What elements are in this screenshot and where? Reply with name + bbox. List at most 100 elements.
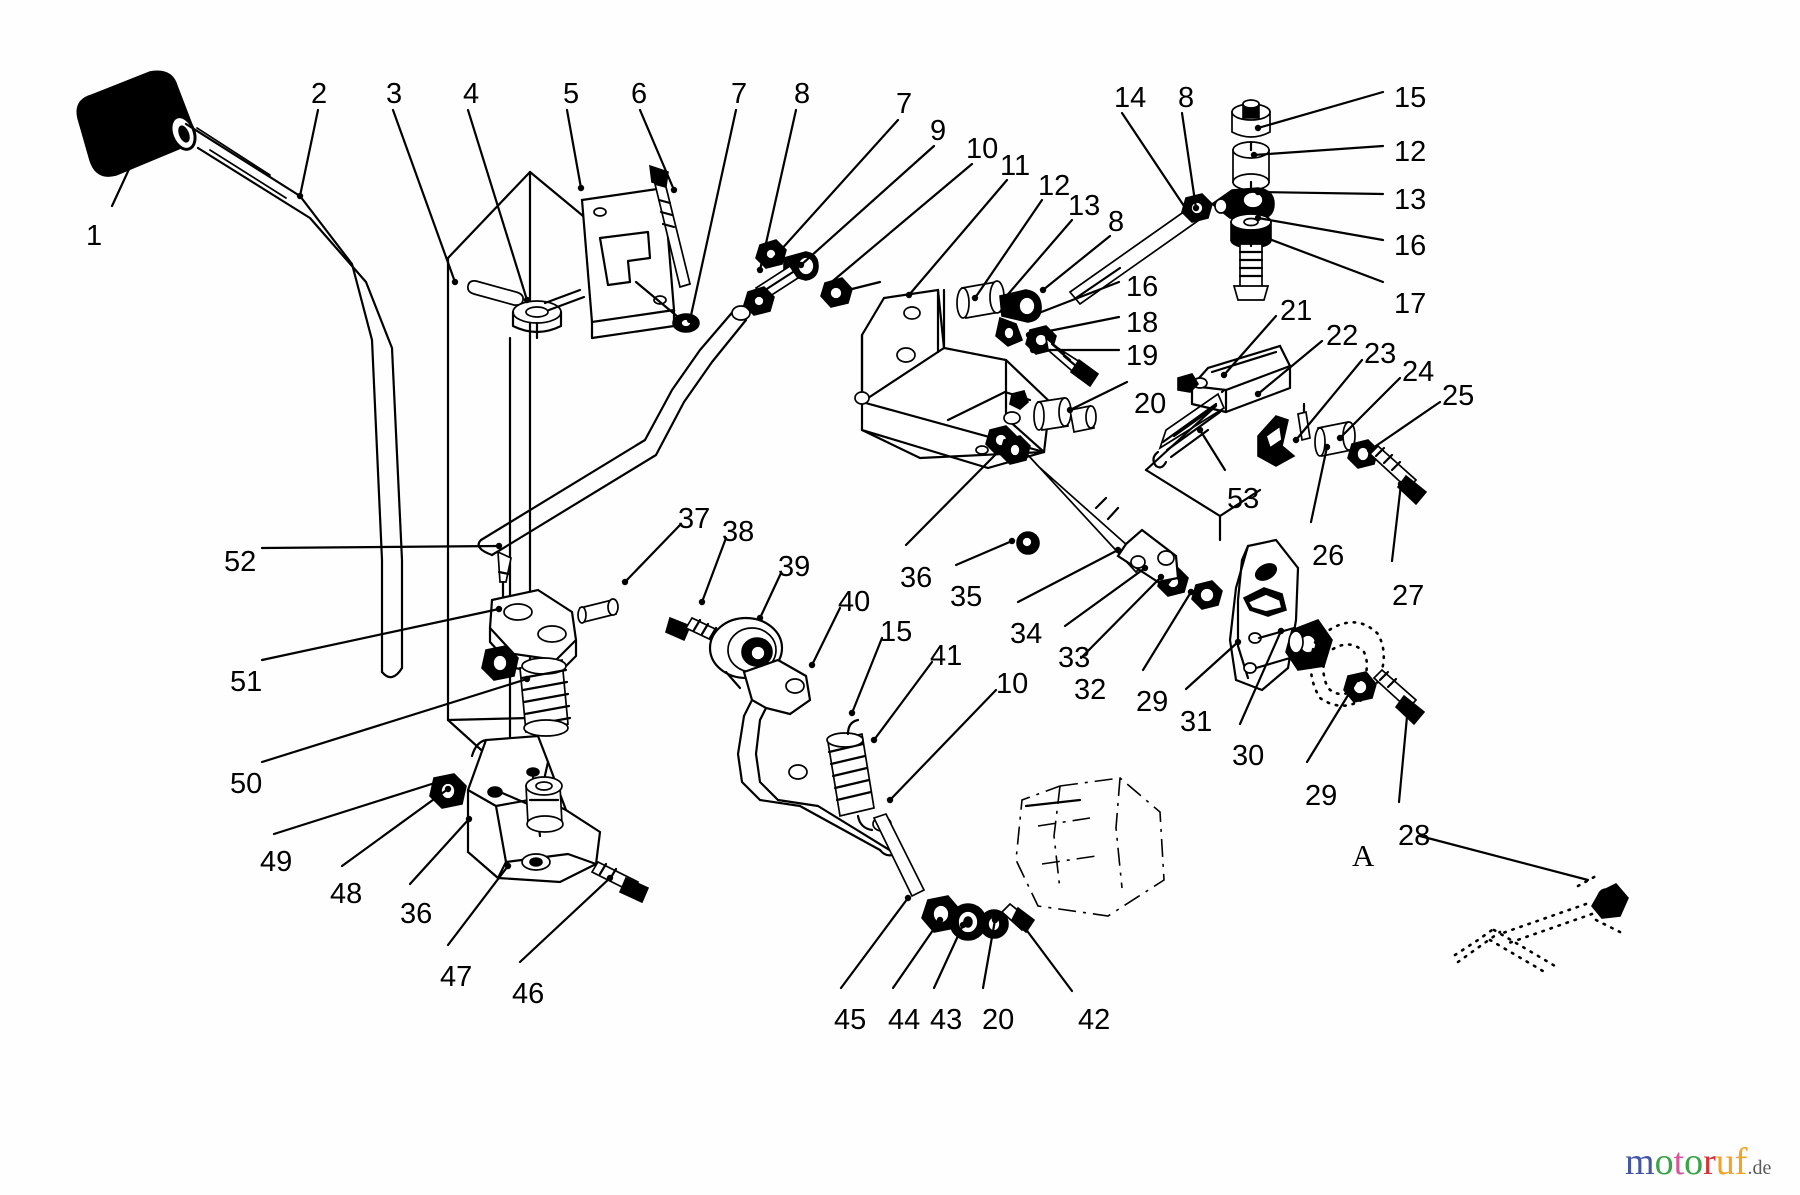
callout-21-26: 21 xyxy=(1280,295,1313,327)
leader-line-5-4 xyxy=(565,108,583,190)
leader-endpoint-54 xyxy=(936,916,944,924)
part-8-lock-nut-a xyxy=(755,239,787,269)
callout-1-0: 1 xyxy=(86,220,103,252)
callout-41-49: 41 xyxy=(930,640,963,672)
callout-35-41: 35 xyxy=(950,581,983,613)
leader-endpoint-60 xyxy=(434,778,442,786)
callout-10-10: 10 xyxy=(966,133,999,165)
leader-line-35-41 xyxy=(954,539,1014,567)
callout-42-51: 42 xyxy=(1078,1004,1111,1036)
leader-endpoint-46 xyxy=(756,614,764,622)
callout-51-62: 51 xyxy=(230,666,263,698)
leader-line-7-8 xyxy=(768,118,900,264)
callout-37-44: 37 xyxy=(678,503,711,535)
leader-line-21-26 xyxy=(1222,314,1278,377)
part-35-bearing-ball xyxy=(1016,531,1040,555)
watermark-char-0: m xyxy=(1625,1141,1655,1183)
leader-line-7-6 xyxy=(688,108,738,322)
leader-endpoint-24 xyxy=(1029,346,1037,354)
leader-line-33-39 xyxy=(1063,566,1147,628)
part-6-hex-bolt xyxy=(649,164,692,289)
watermark-suffix: .de xyxy=(1747,1157,1772,1179)
leader-line-13-13 xyxy=(1001,218,1074,302)
leader-line-10-50 xyxy=(888,688,998,802)
part-37-pin xyxy=(577,598,619,624)
leader-endpoint-15 xyxy=(1184,208,1192,216)
leader-line-10-10 xyxy=(826,162,974,287)
leader-endpoint-52 xyxy=(991,916,999,924)
callout-18-23: 18 xyxy=(1126,307,1159,339)
callout-34-40: 34 xyxy=(1010,618,1043,650)
leader-endpoint-43 xyxy=(1196,426,1204,434)
leader-line-15-17 xyxy=(1256,90,1385,130)
leader-endpoint-10 xyxy=(824,281,832,289)
leader-endpoint-4 xyxy=(577,184,585,192)
part-42-chassis-phantom xyxy=(1015,777,1165,917)
leader-line-24-29 xyxy=(1338,376,1402,440)
leader-line-29-34 xyxy=(1305,677,1360,764)
watermark-char-6: f xyxy=(1734,1141,1748,1183)
leader-endpoint-45 xyxy=(698,598,706,606)
leader-endpoint-50 xyxy=(886,796,894,804)
leader-endpoint-44 xyxy=(621,578,629,586)
callout-53-43: 53 xyxy=(1227,483,1260,515)
part-51-swivel-link xyxy=(488,588,578,676)
leader-line-16-20 xyxy=(1256,216,1385,242)
leader-endpoint-33 xyxy=(1404,702,1412,710)
callout-22-27: 22 xyxy=(1326,320,1359,352)
watermark-char-1: o xyxy=(1654,1141,1674,1183)
leader-endpoint-61 xyxy=(523,675,531,683)
part-46-hex-bolt xyxy=(590,860,650,904)
leader-endpoint-47 xyxy=(808,661,816,669)
leader-line-49-60 xyxy=(272,780,440,836)
part-29-washer-b xyxy=(1343,671,1377,703)
callout-10-50: 10 xyxy=(996,668,1029,700)
detail-a-phantom-assembly xyxy=(1418,834,1629,976)
callout-14-15: 14 xyxy=(1114,82,1147,114)
leader-line-6-5 xyxy=(638,108,676,192)
leader-endpoint-11 xyxy=(905,291,913,299)
leader-endpoint-51 xyxy=(1018,920,1026,928)
leader-endpoint-7 xyxy=(756,266,764,274)
leader-endpoint-25 xyxy=(1066,406,1074,414)
leader-endpoint-59 xyxy=(444,785,452,793)
part-26-cam-plate xyxy=(1228,538,1300,692)
leader-endpoint-9 xyxy=(797,261,805,269)
leader-endpoint-22 xyxy=(1022,314,1030,322)
leader-line-27-32 xyxy=(1390,482,1403,563)
callout-4-3: 4 xyxy=(463,78,480,110)
part-12-bushing-a xyxy=(956,280,1005,319)
callout-31-36: 31 xyxy=(1180,706,1213,738)
leader-line-43-53 xyxy=(932,923,965,990)
leader-endpoint-30 xyxy=(1366,446,1374,454)
callout-3-2: 3 xyxy=(386,78,403,110)
leader-endpoint-17 xyxy=(1254,124,1262,132)
leader-line-25-30 xyxy=(1368,400,1442,452)
leader-line-51-62 xyxy=(260,607,501,662)
leader-endpoint-13 xyxy=(999,296,1007,304)
callout-6-5: 6 xyxy=(631,78,648,110)
callout-15-48: 15 xyxy=(880,616,913,648)
part-18-19-hex-bolt xyxy=(1044,335,1100,388)
part-a-phantom-pulley xyxy=(1309,621,1386,707)
callout-33-39: 33 xyxy=(1058,642,1091,674)
leader-line-22-27 xyxy=(1256,339,1324,396)
leader-line-40-47 xyxy=(810,606,842,667)
handle-grip-assembly xyxy=(76,70,404,679)
part-28-hex-bolt-d xyxy=(1372,668,1426,726)
leader-line-31-36 xyxy=(1184,640,1240,691)
leader-line-3-2 xyxy=(391,108,457,284)
callout-17-21: 17 xyxy=(1394,288,1427,320)
callout-15-17: 15 xyxy=(1394,82,1427,114)
part-41-drive-rod xyxy=(872,812,926,898)
part-36-nuts-cluster xyxy=(985,425,1031,465)
leader-line-44-54 xyxy=(891,918,942,990)
callout-9-9: 9 xyxy=(930,115,947,147)
callout-7-6: 7 xyxy=(731,78,748,110)
leader-line-50-61 xyxy=(260,677,529,764)
callout-5-4: 5 xyxy=(563,78,580,110)
leader-endpoint-28 xyxy=(1292,436,1300,444)
part-24-bushing xyxy=(1314,420,1356,458)
leader-line-52-63 xyxy=(260,544,501,550)
